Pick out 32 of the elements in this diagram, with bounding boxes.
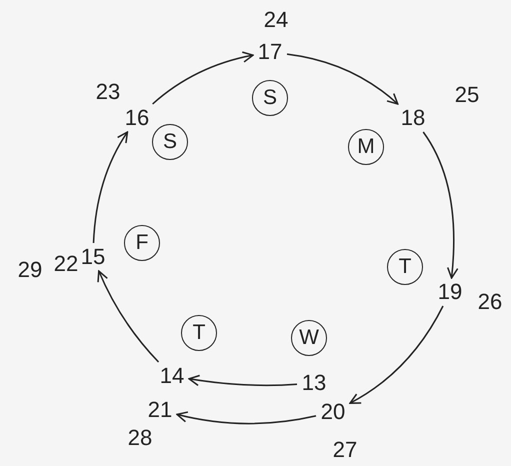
date-number: 15 bbox=[78, 245, 108, 269]
arrow bbox=[286, 53, 398, 105]
date-number: 23 bbox=[94, 80, 122, 104]
day-circle: M bbox=[348, 129, 384, 165]
date-number: 16 bbox=[122, 106, 152, 130]
date-number: 25 bbox=[454, 83, 480, 107]
day-circle: S bbox=[152, 124, 188, 160]
day-circle: F bbox=[124, 225, 160, 261]
day-circle: S bbox=[252, 80, 288, 116]
date-number: 21 bbox=[145, 398, 175, 422]
date-number: 28 bbox=[126, 426, 154, 450]
date-number: 17 bbox=[255, 40, 285, 64]
date-number: 19 bbox=[435, 280, 465, 304]
date-number: 14 bbox=[157, 364, 187, 388]
day-circle: T bbox=[181, 315, 217, 351]
date-number: 20 bbox=[318, 400, 348, 424]
date-number: 26 bbox=[476, 290, 504, 314]
date-number: 18 bbox=[398, 106, 428, 130]
arrow bbox=[92, 131, 128, 244]
date-number: 13 bbox=[299, 371, 329, 395]
date-number: 29 bbox=[16, 258, 44, 282]
day-circle: W bbox=[291, 320, 327, 356]
arrow bbox=[188, 374, 298, 386]
arrow bbox=[349, 306, 444, 404]
date-number: 22 bbox=[52, 252, 80, 276]
arrow bbox=[152, 52, 254, 105]
date-number: 27 bbox=[332, 438, 358, 462]
day-circle: T bbox=[387, 249, 423, 285]
date-number: 24 bbox=[262, 8, 290, 32]
arrow bbox=[97, 270, 160, 363]
arrow bbox=[422, 132, 458, 279]
arrow bbox=[176, 411, 316, 424]
